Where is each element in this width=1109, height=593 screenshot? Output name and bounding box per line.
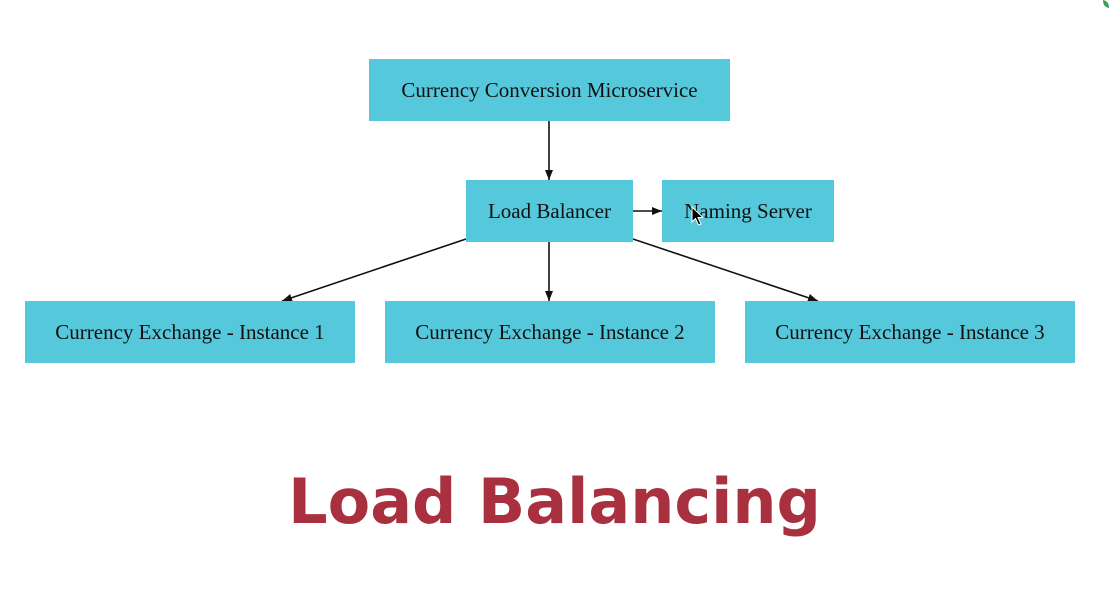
node-naming-server: Naming Server <box>662 180 834 242</box>
page-title: Load Balancing <box>288 465 821 538</box>
node-instance-2: Currency Exchange - Instance 2 <box>385 301 715 363</box>
edge-load-balancer-to-instance-1 <box>281 238 467 302</box>
leaf-icon <box>1103 0 1109 8</box>
node-label-currency-conversion: Currency Conversion Microservice <box>401 78 697 102</box>
node-currency-conversion: Currency Conversion Microservice <box>369 59 730 121</box>
node-label-instance-3: Currency Exchange - Instance 3 <box>775 320 1044 344</box>
node-load-balancer: Load Balancer <box>466 180 633 242</box>
node-label-instance-1: Currency Exchange - Instance 1 <box>55 320 324 344</box>
node-instance-3: Currency Exchange - Instance 3 <box>745 301 1075 363</box>
node-instance-1: Currency Exchange - Instance 1 <box>25 301 355 363</box>
edge-load-balancer-to-instance-3 <box>632 238 819 302</box>
node-label-load-balancer: Load Balancer <box>488 199 611 223</box>
node-label-naming-server: Naming Server <box>684 199 812 223</box>
mouse-pointer-icon <box>691 206 705 226</box>
node-label-instance-2: Currency Exchange - Instance 2 <box>415 320 684 344</box>
